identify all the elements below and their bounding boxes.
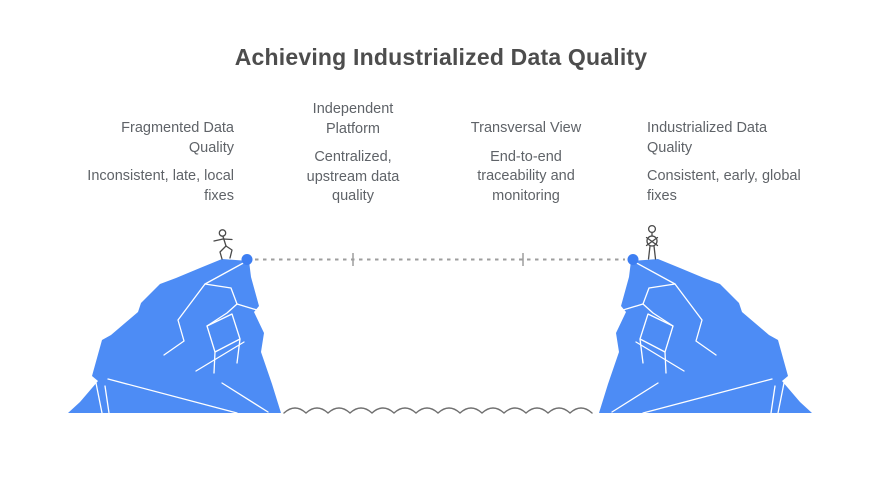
right-anchor-dot [627, 254, 639, 265]
right-cliff [598, 258, 813, 414]
left-cliff [67, 258, 282, 414]
stage-description: Inconsistent, late, local fixes [87, 168, 234, 204]
left-anchor-dot [241, 254, 253, 265]
stage-fragmented-data-quality: Fragmented Data Quality Inconsistent, la… [64, 119, 234, 206]
stage-heading: Industrialized Data Quality [647, 120, 768, 156]
standing-stick-figure-icon [645, 224, 659, 260]
stage-independent-platform: Independent Platform Centralized, upstre… [273, 100, 433, 207]
page-title: Achieving Industrialized Data Quality [234, 44, 648, 70]
stage-description: End-to-end traceability and monitoring [477, 148, 575, 204]
stage-heading: Independent Platform [312, 101, 394, 137]
water-wave-line [283, 407, 593, 414]
stage-heading: Transversal View [470, 120, 582, 136]
stage-description: Centralized, upstream data quality [306, 149, 400, 204]
stage-transversal-view: Transversal View End-to-end traceability… [446, 119, 606, 206]
stage-description: Consistent, early, global fixes [647, 168, 801, 204]
stage-industrialized-data-quality: Industrialized Data Quality Consistent, … [647, 119, 827, 206]
stage-heading: Fragmented Data Quality [121, 120, 234, 156]
walking-stick-figure-icon [213, 229, 233, 260]
